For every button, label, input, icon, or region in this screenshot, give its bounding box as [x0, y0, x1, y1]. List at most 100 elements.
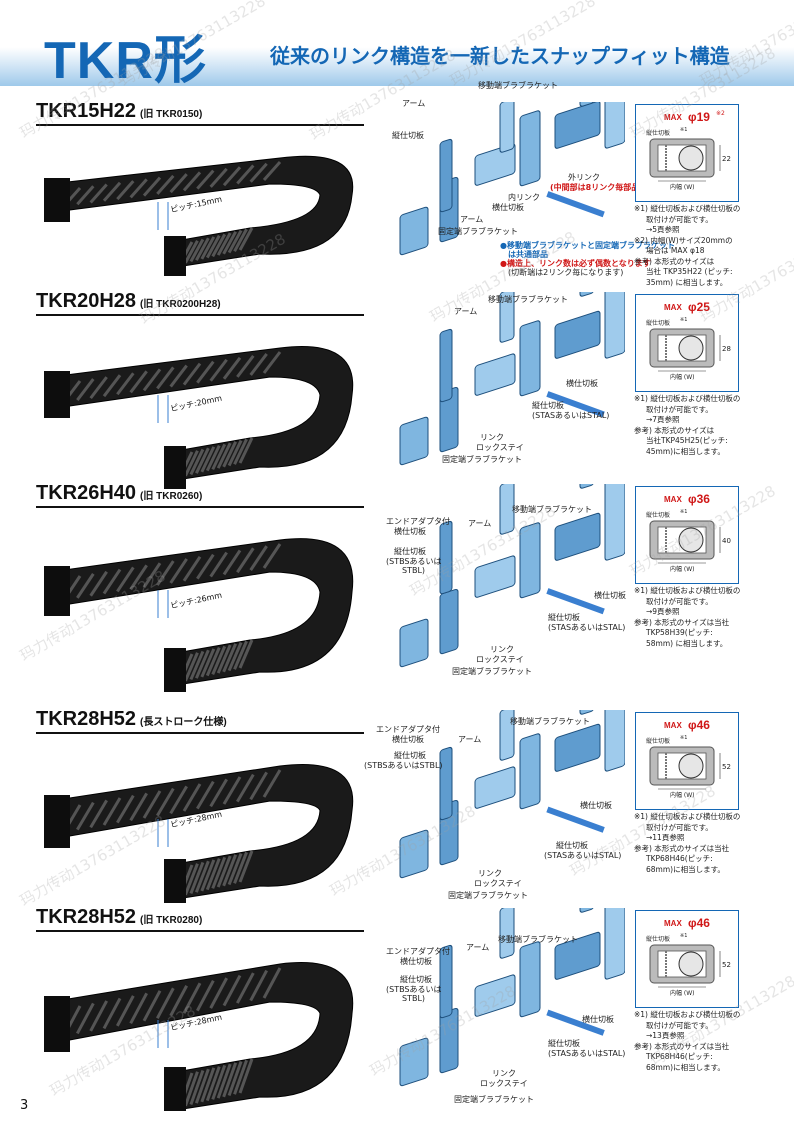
title-underline [36, 930, 364, 932]
note-line: 68mm)に相当します。 [646, 1062, 725, 1072]
header-band [0, 0, 794, 86]
label-horizontal: 横仕切板 [582, 1015, 614, 1024]
label-arm: アーム [454, 307, 478, 316]
note-line: 参考) 本形式のサイズは当社 [634, 843, 730, 853]
label-horizontal: 横仕切板 [492, 203, 524, 212]
label-fixed: 固定端ブラブラケット [454, 1095, 534, 1104]
note-line: ※1) 縦仕切板および横仕切板の [634, 204, 741, 213]
chain-photo: ピッチ:26mm [40, 512, 360, 696]
note-line: 取付けが可能です。 [646, 404, 713, 414]
label-fixed: 固定端ブラブラケット [452, 667, 532, 676]
label-arm: アーム [466, 943, 490, 952]
model-title: TKR26H40(旧 TKR0260) [36, 482, 202, 505]
label-moving: 移動端ブラブラケット [488, 295, 568, 304]
label-fixed: 固定端ブラブラケット [448, 891, 528, 900]
note-line: ※1) 縦仕切板および横仕切板の [634, 586, 741, 595]
label-vertical: 縦仕切板 [532, 401, 564, 410]
label-moving: 移動端ブラブラケット [510, 717, 590, 726]
title-underline [36, 732, 364, 734]
inner-height: 28 [722, 345, 731, 353]
note-line: 取付けが可能です。 [646, 1020, 713, 1030]
max-label: MAX [664, 303, 682, 312]
note-line: 参考) 本形式のサイズは [634, 425, 715, 435]
max-diameter: φ46 [688, 916, 710, 930]
label-link: リンク [490, 645, 514, 654]
label-vertical: 縦仕切板 [548, 1039, 580, 1048]
note-line: TKP58H39(ピッチ: [646, 628, 713, 637]
separator-mark: ※1 [680, 735, 687, 741]
label-arm2: アーム [460, 215, 484, 224]
exploded-diagram: エンドアダプタ付横仕切板縦仕切板(STBSあるいはSTBL) アーム 移動端ブラブラ… [364, 700, 630, 905]
label-stas: (STASあるいはSTAL) [548, 1049, 626, 1058]
spec-notes: ※1) 縦仕切板および横仕切板の取付けが可能です。→7頁参照参考) 本形式のサイ… [634, 394, 744, 457]
inner-width-label: 内幅 (W) [670, 565, 695, 573]
separator-label: 縦仕切板 [646, 511, 670, 519]
label-fixed: 固定端ブラブラケット [442, 455, 522, 464]
label-stas: (STASあるいはSTAL) [544, 851, 622, 860]
separator-mark: ※1 [680, 509, 687, 515]
note-mark: ※2 [716, 110, 725, 117]
model-old-name: (旧 TKR0150) [140, 109, 203, 120]
label-adapter: エンドアダプタ付 [386, 947, 450, 956]
note-line: →5頁参照 [646, 225, 680, 234]
label-stbs: (STBSあるいはSTBL) [364, 761, 443, 770]
note-line: ※1) 縦仕切板および横仕切板の [634, 394, 741, 403]
chain-photo: ピッチ:15mm [40, 130, 360, 284]
note-line: →7頁参照 [646, 415, 680, 424]
note-line: 取付けが可能です。 [646, 596, 713, 606]
label-horizontal: 横仕切板 [566, 379, 598, 388]
label-vertical-top: 縦仕切板 [394, 547, 426, 556]
max-label: MAX [664, 919, 682, 928]
separator-label: 縦仕切板 [646, 737, 670, 745]
label-stbs: (STBSあるいは [386, 985, 442, 994]
note-line: 場合は MAX φ18 [646, 246, 705, 255]
label-adapter2: 横仕切板 [394, 527, 426, 536]
label-stas: (STASあるいはSTAL) [548, 623, 626, 632]
exploded-diagram: 移動端ブラブラケットアーム縦仕切板外リンク(中間部は8リンク毎部品)内リンク横仕… [380, 81, 675, 282]
model-title: TKR28H52(長ストローク仕様) [36, 708, 227, 731]
note-line: ※2) 内幅(W)サイズ20mmの [634, 235, 733, 245]
label-arm: アーム [458, 735, 482, 744]
inner-width-label: 内幅 (W) [670, 373, 695, 381]
title-underline [36, 506, 364, 508]
inner-height: 40 [722, 537, 731, 545]
label-adapter: エンドアダプタ付 [376, 725, 440, 734]
separator-mark: ※1 [680, 933, 687, 939]
label-vertical-top: 縦仕切板 [394, 751, 426, 760]
part-note: ●構造上、リンク数は必ず偶数となります [500, 259, 651, 268]
model-name: TKR15H22 [36, 100, 137, 122]
inner-height: 22 [722, 155, 731, 163]
label-inner-link: 内リンク [508, 193, 540, 202]
exploded-parts-diagram [399, 484, 625, 668]
note-line: →13頁参照 [646, 1031, 685, 1040]
inner-height: 52 [722, 763, 731, 771]
note-line: 当社TKP45H25(ピッチ: [646, 436, 728, 445]
separator-mark: ※1 [680, 127, 687, 133]
label-adapter2: 横仕切板 [392, 735, 424, 744]
note-line: ※1) 縦仕切板および横仕切板の [634, 1010, 741, 1019]
model-title: TKR20H28(旧 TKR0200H28) [36, 290, 221, 313]
note-line: ※1) 縦仕切板および横仕切板の [634, 812, 741, 821]
label-adapter2: 横仕切板 [400, 957, 432, 966]
exploded-parts-diagram [399, 292, 625, 466]
cable-chain-illustration [44, 538, 354, 694]
cable-chain-illustration [44, 155, 354, 276]
separator-mark: ※1 [680, 317, 687, 323]
label-stas: (STASあるいはSTAL) [532, 411, 610, 420]
label-link: リンク [478, 869, 502, 878]
model-title: TKR28H52(旧 TKR0280) [36, 906, 202, 929]
separator-label: 縦仕切板 [646, 935, 670, 943]
exploded-parts-diagram [399, 102, 625, 256]
max-diameter: φ36 [688, 492, 710, 506]
part-note: ●移動端ブラブラケットと固定端ブラブラケット [500, 241, 675, 250]
note-line: 取付けが可能です。 [646, 214, 713, 224]
spec-notes: ※1) 縦仕切板および横仕切板の取付けが可能です。→5頁参照※2) 内幅(W)サ… [634, 204, 744, 288]
note-line: 68mm)に相当します。 [646, 864, 725, 874]
title-underline [36, 124, 364, 126]
